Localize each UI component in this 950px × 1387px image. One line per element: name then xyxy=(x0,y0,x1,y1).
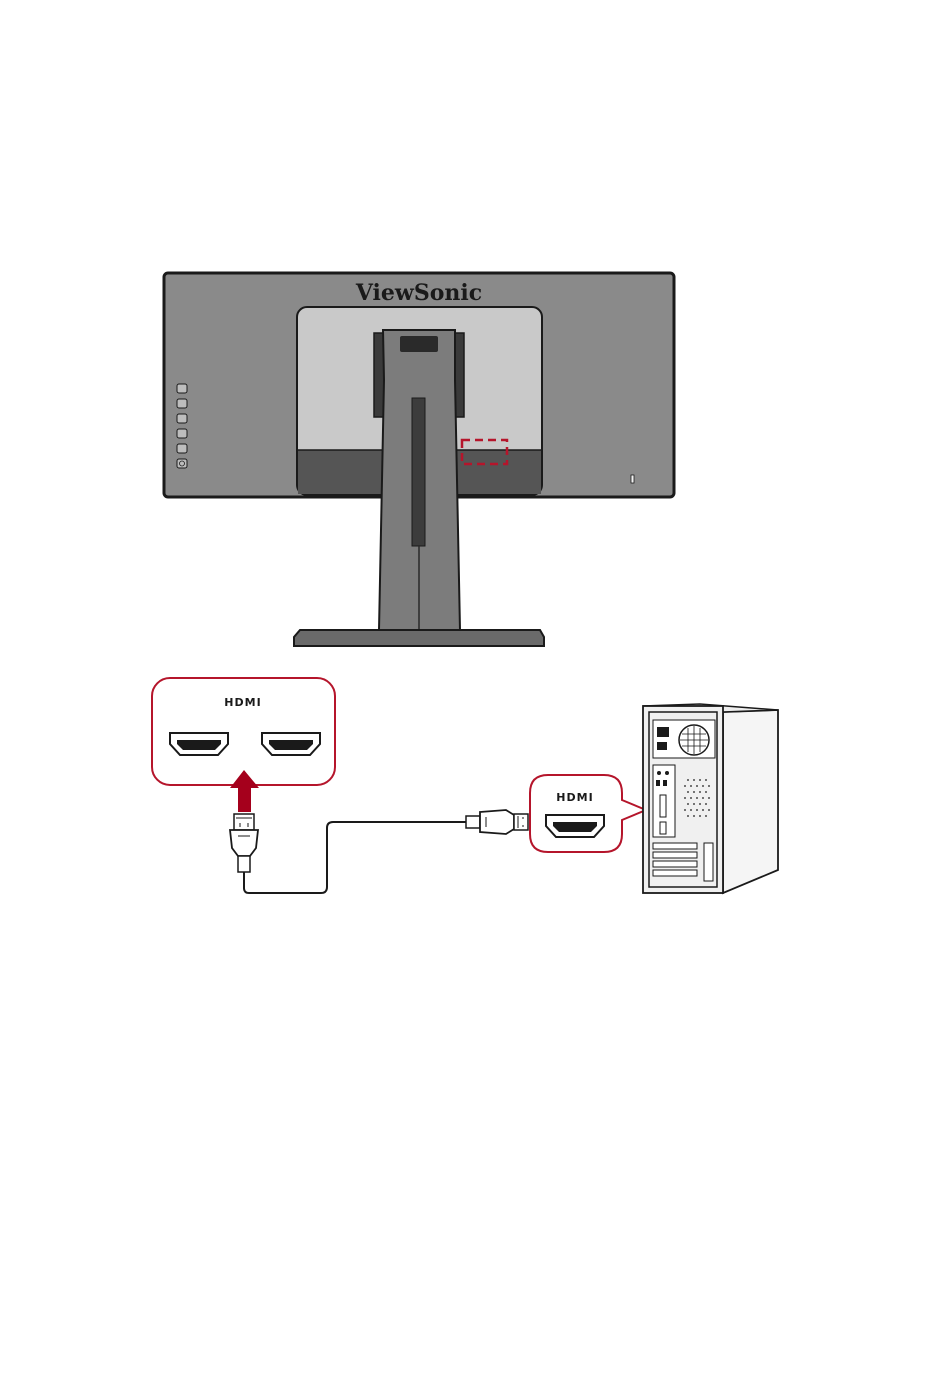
lock-slot-icon xyxy=(631,475,634,483)
monitor-base xyxy=(294,630,544,646)
hdmi-connector-monitor-side xyxy=(230,814,258,872)
pc-hdmi-label: HDMI xyxy=(556,791,593,804)
monitor-rear-view: ViewSonic xyxy=(164,273,674,646)
pc-tower xyxy=(643,704,778,893)
monitor-hdmi-ports-callout: HDMI xyxy=(152,678,335,785)
monitor-hdmi-label: HDMI xyxy=(224,696,261,709)
hdmi-cable xyxy=(230,810,528,893)
pc-hdmi-port-callout: HDMI xyxy=(530,775,646,852)
pc-hdmi-port-icon xyxy=(546,815,604,837)
monitor-brand-logo: ViewSonic xyxy=(355,280,482,306)
hdmi-port-1-icon xyxy=(170,733,228,755)
hdmi-port-2-icon xyxy=(262,733,320,755)
hdmi-connector-pc-side xyxy=(466,810,528,834)
